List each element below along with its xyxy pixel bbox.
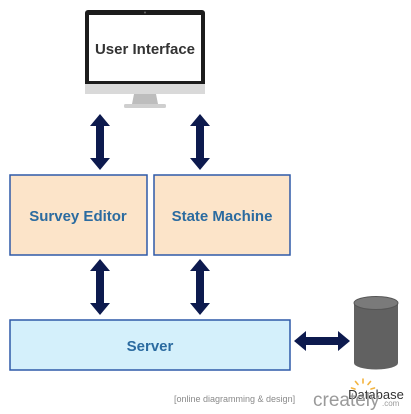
creately-brand: creately (313, 390, 380, 411)
server-label: Server (127, 338, 174, 355)
survey-editor-box[interactable]: Survey Editor (9, 174, 148, 256)
creately-logo: creately .com (313, 378, 400, 411)
state-machine-box[interactable]: State Machine (153, 174, 291, 256)
survey-editor-label: Survey Editor (29, 208, 127, 225)
monitor-chin (85, 84, 205, 94)
monitor-stand (132, 94, 158, 104)
watermark-tagline: [online diagramming & design] (174, 394, 295, 404)
arrow-ui-survey-editor (90, 114, 110, 170)
database-cylinder[interactable]: Database (348, 296, 404, 403)
monitor-label: User Interface (95, 41, 195, 58)
sun-icon (350, 378, 376, 390)
arrow-ui-state-machine (190, 114, 210, 170)
creately-brand-suffix: .com (382, 399, 400, 408)
creately-watermark: [online diagramming & design] creately .… (174, 378, 400, 411)
monitor-base (124, 104, 166, 108)
monitor-camera (144, 11, 146, 14)
state-machine-label: State Machine (172, 208, 273, 225)
database-label: Database (348, 387, 404, 402)
arrow-server-database (294, 331, 350, 351)
user-interface-monitor[interactable]: User Interface (85, 10, 205, 108)
monitor-screen (89, 15, 201, 81)
arrow-state-machine-server (190, 259, 210, 315)
arrow-survey-editor-server (90, 259, 110, 315)
server-box[interactable]: Server (9, 319, 291, 371)
